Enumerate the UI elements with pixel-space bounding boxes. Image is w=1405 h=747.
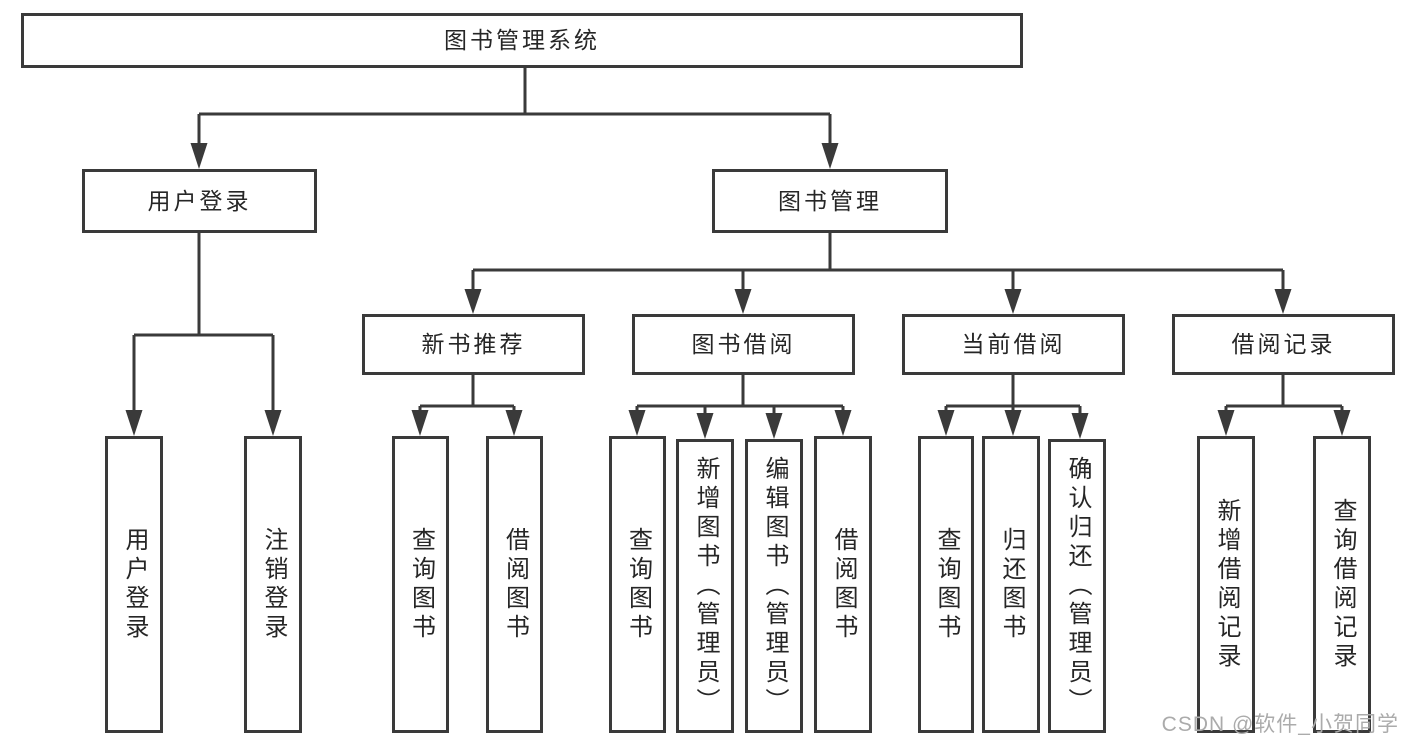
leaf-user-login: 用户登录: [105, 436, 163, 733]
node-label: 借阅图书: [501, 526, 529, 643]
node-label: 当前借阅: [961, 331, 1066, 357]
node-label: 确认归还（管理员）: [1064, 455, 1091, 717]
node-label: 新增借阅记录: [1213, 497, 1240, 672]
node-label: 借阅记录: [1231, 331, 1336, 357]
node-label: 图书借阅: [691, 331, 796, 357]
node-label: 用户登录: [147, 187, 252, 214]
node-book-borrowing: 图书借阅: [632, 314, 855, 375]
node-label: 查询图书: [624, 526, 652, 643]
node-label: 编辑图书（管理员）: [761, 455, 788, 717]
node-label: 图书管理: [778, 187, 882, 214]
leaf-edit-book-admin: 编辑图书（管理员）: [745, 439, 803, 733]
leaf-query-books-2: 查询图书: [609, 436, 666, 733]
leaf-borrow-books-2: 借阅图书: [814, 436, 872, 733]
leaf-borrow-books-1: 借阅图书: [486, 436, 543, 733]
node-label: 查询图书: [933, 526, 960, 643]
node-user-login: 用户登录: [82, 169, 317, 233]
node-label: 借阅图书: [830, 526, 857, 643]
node-new-book-recommend: 新书推荐: [362, 314, 585, 375]
node-label: 查询图书: [407, 526, 435, 643]
node-label: 归还图书: [998, 526, 1025, 643]
leaf-add-book-admin: 新增图书（管理员）: [676, 439, 734, 733]
node-label: 新增图书（管理员）: [692, 455, 719, 717]
leaf-query-borrow-record: 查询借阅记录: [1313, 436, 1371, 733]
node-label: 用户登录: [121, 526, 148, 643]
leaf-query-books-3: 查询图书: [918, 436, 974, 733]
node-current-borrowing: 当前借阅: [902, 314, 1125, 375]
node-library-management-system: 图书管理系统: [21, 13, 1023, 68]
node-label: 新书推荐: [421, 331, 526, 357]
node-label: 注销登录: [260, 526, 287, 643]
leaf-add-borrow-record: 新增借阅记录: [1197, 436, 1255, 733]
leaf-logout: 注销登录: [244, 436, 302, 733]
node-borrowing-records: 借阅记录: [1172, 314, 1395, 375]
node-label: 查询借阅记录: [1329, 497, 1356, 672]
csdn-watermark: CSDN @软件_小贺同学: [1161, 713, 1399, 736]
leaf-return-book: 归还图书: [982, 436, 1040, 733]
node-book-management: 图书管理: [712, 169, 948, 233]
leaf-confirm-return-admin: 确认归还（管理员）: [1048, 439, 1106, 733]
leaf-query-books-1: 查询图书: [392, 436, 449, 733]
node-label: 图书管理系统: [444, 27, 600, 53]
